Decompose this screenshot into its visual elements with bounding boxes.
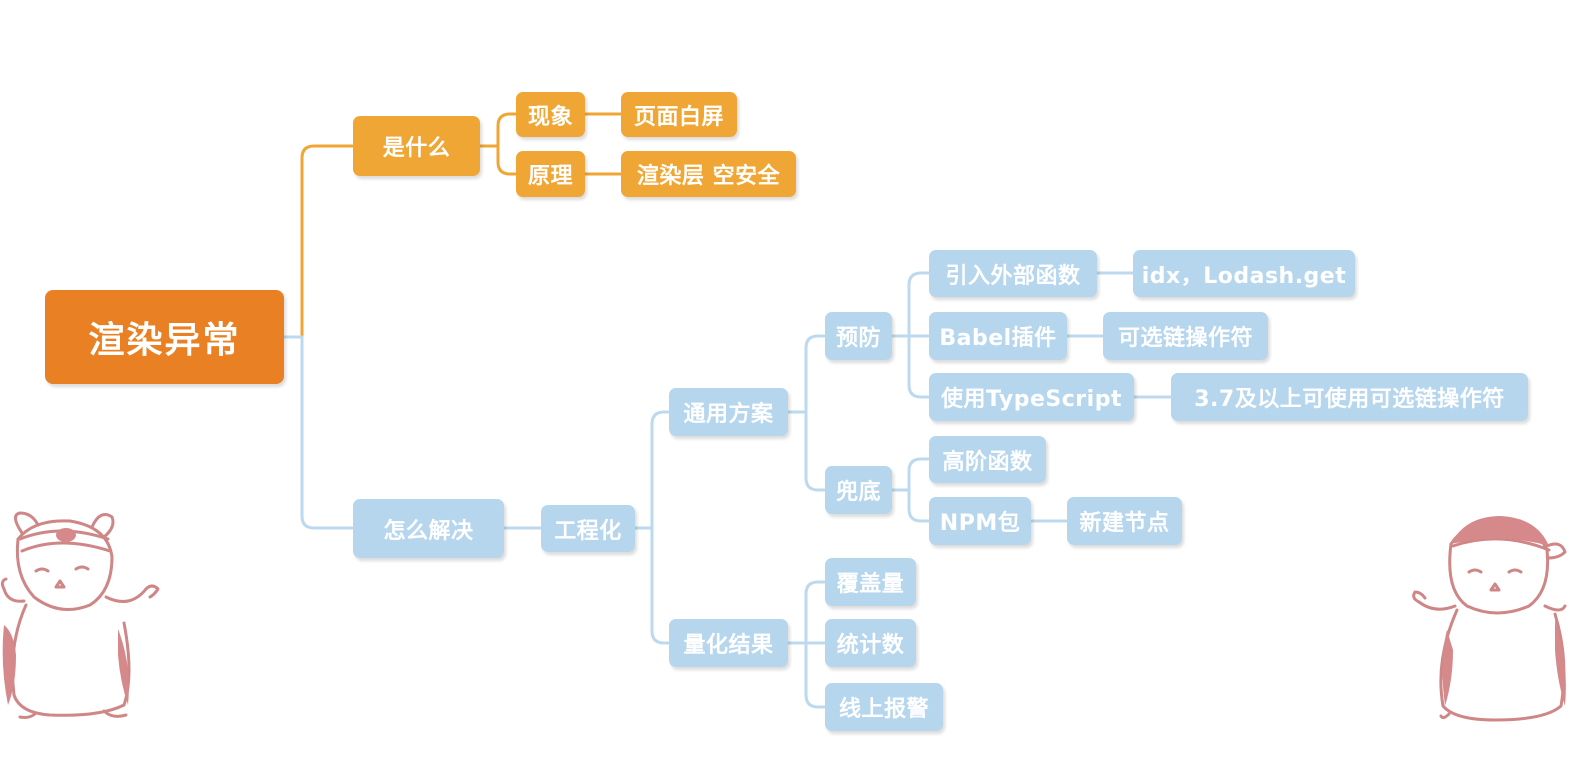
node-coverage[interactable]: 覆盖量 <box>825 558 916 606</box>
connector-fallback-children <box>891 457 930 523</box>
node-typescript-detail[interactable]: 3.7及以上可使用可选链操作符 <box>1171 373 1528 421</box>
node-general-solution[interactable]: 通用方案 <box>669 388 788 436</box>
hamster-mascot-icon <box>0 511 160 719</box>
node-babel-plugin[interactable]: Babel插件 <box>929 312 1067 360</box>
node-typescript[interactable]: 使用TypeScript <box>929 373 1134 421</box>
root-node[interactable]: 渲染异常 <box>45 290 284 384</box>
connector-quantify-children <box>787 580 826 709</box>
node-what[interactable]: 是什么 <box>353 116 480 176</box>
node-principle-detail[interactable]: 渲染层 空安全 <box>621 151 796 197</box>
connector-prevent-children <box>891 271 930 399</box>
connector-what-children <box>479 112 517 176</box>
connector-root-what <box>283 144 354 339</box>
node-phenomenon-detail[interactable]: 页面白屏 <box>621 92 737 137</box>
node-external-function[interactable]: 引入外部函数 <box>929 250 1097 297</box>
node-npm-package[interactable]: NPM包 <box>929 497 1031 545</box>
node-stats-count[interactable]: 统计数 <box>825 619 916 667</box>
node-babel-plugin-detail[interactable]: 可选链操作符 <box>1103 312 1268 360</box>
connector-engineering-children <box>634 410 670 645</box>
connector-root-how <box>283 335 354 530</box>
node-engineering[interactable]: 工程化 <box>541 505 635 552</box>
node-quantify-results[interactable]: 量化结果 <box>669 619 788 667</box>
connector-general-children <box>787 334 826 492</box>
node-external-function-detail[interactable]: idx，Lodash.get <box>1133 250 1355 297</box>
node-how[interactable]: 怎么解决 <box>353 499 504 558</box>
node-prevent[interactable]: 预防 <box>825 312 892 360</box>
node-principle[interactable]: 原理 <box>516 151 585 197</box>
hamster-mascot-icon <box>1412 516 1567 722</box>
node-phenomenon[interactable]: 现象 <box>516 92 585 137</box>
node-online-alert[interactable]: 线上报警 <box>825 683 943 731</box>
node-npm-package-detail[interactable]: 新建节点 <box>1067 497 1182 545</box>
node-higher-order-function[interactable]: 高阶函数 <box>929 436 1046 483</box>
node-fallback[interactable]: 兜底 <box>825 466 892 514</box>
